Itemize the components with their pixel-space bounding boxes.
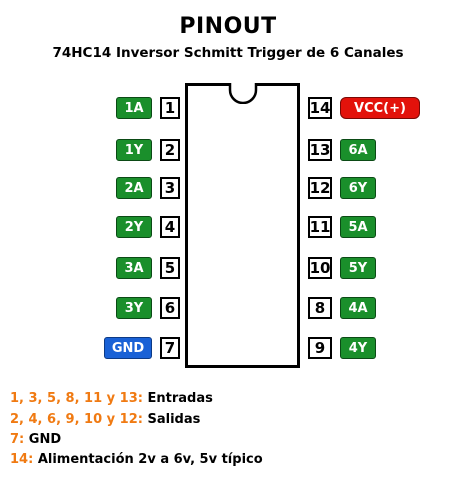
pin-9-number: 9 bbox=[308, 337, 332, 359]
pin-8: 4A 8 bbox=[0, 297, 456, 319]
pin-8-label-badge: 4A bbox=[340, 297, 376, 319]
pin-12-label-badge: 6Y bbox=[340, 177, 376, 199]
pin-14-number: 14 bbox=[308, 97, 332, 119]
legend-value: Alimentación 2v a 6v, 5v típico bbox=[33, 452, 263, 467]
pin-1-label-badge: 1A bbox=[116, 97, 152, 119]
pin-11-number: 11 bbox=[308, 216, 332, 238]
pin-2-number: 2 bbox=[160, 139, 180, 161]
pin-3-number: 3 bbox=[160, 177, 180, 199]
pin-3-label-badge: 2A bbox=[116, 177, 152, 199]
pin-12: 6Y 12 bbox=[0, 177, 456, 199]
pin-6: 3Y 6 bbox=[0, 297, 456, 319]
pin-4-number: 4 bbox=[160, 216, 180, 238]
page-subtitle: 74HC14 Inversor Schmitt Trigger de 6 Can… bbox=[52, 45, 404, 61]
pin-3: 2A 3 bbox=[0, 177, 456, 199]
pin-8-number: 8 bbox=[308, 297, 332, 319]
pin-14: VCC(+) 14 bbox=[0, 97, 456, 119]
legend-value: Salidas bbox=[142, 412, 201, 427]
pin-11: 5A 11 bbox=[0, 216, 456, 238]
pin-7-label-badge: GND bbox=[104, 337, 152, 359]
page-title: PINOUT bbox=[179, 14, 277, 39]
legend-value: GND bbox=[24, 432, 62, 447]
pin-4-label-badge: 2Y bbox=[116, 216, 152, 238]
legend-key: 2, 4, 6, 9, 10 y 12: bbox=[10, 412, 143, 427]
legend-key: 14: bbox=[10, 452, 34, 467]
legend-value: Entradas bbox=[142, 391, 213, 406]
pin-12-number: 12 bbox=[308, 177, 332, 199]
pin-6-label-badge: 3Y bbox=[116, 297, 152, 319]
pin-14-label-badge: VCC(+) bbox=[340, 97, 420, 119]
pin-10-label-badge: 5Y bbox=[340, 257, 376, 279]
legend-line: 7: GND bbox=[10, 432, 61, 447]
pin-10: 5Y 10 bbox=[0, 257, 456, 279]
pin-9: 4Y 9 bbox=[0, 337, 456, 359]
pin-2-label-badge: 1Y bbox=[116, 139, 152, 161]
pin-5-number: 5 bbox=[160, 257, 180, 279]
pin-2: 1Y 2 bbox=[0, 139, 456, 161]
pin-7: GND 7 bbox=[0, 337, 456, 359]
pin-7-number: 7 bbox=[160, 337, 180, 359]
pin-1-number: 1 bbox=[160, 97, 180, 119]
pin-10-number: 10 bbox=[308, 257, 332, 279]
ic-chip-body bbox=[185, 83, 300, 368]
pin-5-label-badge: 3A bbox=[116, 257, 152, 279]
legend-line: 1, 3, 5, 8, 11 y 13: Entradas bbox=[10, 391, 213, 406]
legend-line: 14: Alimentación 2v a 6v, 5v típico bbox=[10, 452, 263, 467]
pin-9-label-badge: 4Y bbox=[340, 337, 376, 359]
pin-1: 1A 1 bbox=[0, 97, 456, 119]
legend-key: 7: bbox=[10, 432, 25, 447]
pin-5: 3A 5 bbox=[0, 257, 456, 279]
pin-13: 6A 13 bbox=[0, 139, 456, 161]
pin-13-number: 13 bbox=[308, 139, 332, 161]
legend-key: 1, 3, 5, 8, 11 y 13: bbox=[10, 391, 143, 406]
pin-11-label-badge: 5A bbox=[340, 216, 376, 238]
legend-line: 2, 4, 6, 9, 10 y 12: Salidas bbox=[10, 412, 200, 427]
pin-6-number: 6 bbox=[160, 297, 180, 319]
pin-13-label-badge: 6A bbox=[340, 139, 376, 161]
chip-notch-icon bbox=[228, 83, 258, 104]
pin-4: 2Y 4 bbox=[0, 216, 456, 238]
